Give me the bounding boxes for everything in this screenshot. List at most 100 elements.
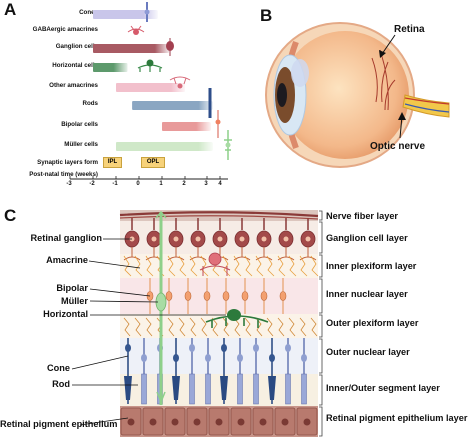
bipolar-cell [222, 278, 230, 314]
layer-bracket [319, 374, 323, 406]
timeline-bar-5 [132, 101, 213, 110]
ipl-dendrite [178, 255, 187, 277]
bipolar-cell [241, 278, 249, 314]
layer-bracket [319, 210, 323, 221]
cell-label-bipolar: Bipolar [56, 283, 88, 293]
rpe-cell [164, 407, 186, 436]
ipl-dendrite [244, 255, 253, 277]
tick-m2: -2 [89, 181, 95, 187]
ipl-dendrite [134, 255, 143, 277]
cell-label-rpe: Retinal pigment epithelium [0, 419, 118, 429]
opl-synapse [266, 317, 274, 337]
opl-synapse [123, 317, 131, 337]
layer-label-inner-nuclear: Inner nuclear layer [326, 289, 408, 299]
opl-synapse [299, 317, 307, 337]
rod-cell [189, 338, 195, 405]
ipl-dendrite [310, 255, 319, 277]
ganglion-cell [255, 218, 273, 261]
panel-a-letter: A [4, 0, 17, 19]
row-label-gabaergic-amacrines: GABAergic amacrines [32, 26, 98, 33]
cell-label-retinal-ganglion: Retinal ganglion [30, 233, 102, 243]
cone-cell [124, 338, 132, 404]
ipl-dendrite [255, 255, 264, 277]
row-label-synaptic-layers: Synaptic layers form [37, 159, 98, 166]
muller-cell [155, 210, 167, 405]
label-optic-nerve: Optic nerve [370, 141, 426, 152]
layer-bracket [319, 254, 323, 278]
rod-cell [285, 338, 291, 405]
layer-label-outer-plexiform: Outer plexiform layer [326, 318, 419, 328]
tick-2: 2 [182, 181, 186, 187]
rpe-cell [296, 407, 318, 436]
tag-ipl: IPL [103, 157, 122, 168]
rpe-cell [252, 407, 274, 436]
tick-4: 4 [218, 181, 222, 187]
opl-synapse [145, 317, 153, 337]
timeline-bar-3 [93, 63, 128, 72]
eye-illustration [265, 22, 450, 168]
opl-synapse [134, 317, 142, 337]
timeline-bar-7 [116, 142, 213, 151]
cell-label-amacrine: Amacrine [46, 255, 88, 265]
cone-cell [220, 338, 228, 404]
timeline-bar-6 [162, 122, 211, 131]
layer-label-nerve-fiber: Nerve fiber layer [326, 211, 399, 221]
ipl-dendrite [167, 255, 176, 277]
layer-bracket [319, 406, 323, 437]
rpe-cells [120, 407, 318, 436]
ipl-dendrite [200, 255, 209, 277]
row-label-rods: Rods [82, 100, 98, 107]
bipolar-cell [184, 278, 192, 314]
layer-label-outer-nuclear: Outer nuclear layer [326, 347, 410, 357]
cell-label-rod: Rod [52, 379, 70, 389]
bipolar-cell [165, 278, 173, 314]
axis-label-postnatal-time: Post-natal time (weeks) [29, 171, 98, 178]
opl-synapse [277, 317, 285, 337]
layer-bracket [319, 314, 323, 338]
tick-3: 3 [204, 181, 208, 187]
cone-cell [172, 338, 180, 404]
row-label-other-amacrines: Other amacrines [49, 82, 98, 89]
opl-synapse [310, 317, 318, 337]
opl-synapse [178, 317, 186, 337]
ipl-dendrite [145, 255, 154, 277]
row-label-horizontal-cells: Horizontal cells [52, 62, 98, 69]
row-label-muller-cells: Müller cells [64, 141, 98, 148]
label-retina: Retina [394, 24, 425, 35]
rpe-cell [186, 407, 208, 436]
opl-synapse [211, 317, 219, 337]
ipl-dendrite [299, 255, 308, 277]
cell-label-pointers [71, 238, 226, 426]
tag-opl: OPL [141, 157, 165, 168]
amacrine-cell [199, 252, 231, 276]
cell-label-horizontal: Horizontal [43, 309, 88, 319]
panel-a-timeline-bars [93, 10, 213, 151]
outer-plexiform-network [123, 317, 318, 337]
rod-cell [253, 338, 259, 405]
ganglion-cell [299, 218, 317, 261]
eye-arrows [379, 34, 406, 139]
opl-synapse [244, 317, 252, 337]
timeline-bar-0 [93, 10, 158, 19]
layer-bracket [319, 221, 323, 254]
rod-cell [301, 338, 307, 405]
panel-b-letter: B [260, 6, 273, 25]
panel-c-letter: C [4, 206, 17, 225]
row-label-ganglion-cells: Ganglion cells [55, 43, 98, 50]
bipolar-cell [260, 278, 268, 314]
ipl-dendrite [123, 255, 132, 277]
opl-synapse [200, 317, 208, 337]
bipolar-cell [203, 278, 211, 314]
tick-0: 0 [136, 181, 140, 187]
rpe-cell [142, 407, 164, 436]
row-label-cones: Cones [79, 9, 98, 16]
cell-label-muller: Müller [60, 296, 88, 306]
layer-label-ganglion-cell: Ganglion cell layer [326, 233, 408, 243]
rpe-cell [274, 407, 296, 436]
rpe-cell [230, 407, 252, 436]
ganglion-cell [233, 218, 251, 261]
ipl-dendrite [233, 255, 242, 277]
row-label-bipolar-cells: Bipolar cells [61, 121, 98, 128]
panel-a-timeline-axis [69, 176, 228, 180]
ipl-dendrite [288, 255, 297, 277]
